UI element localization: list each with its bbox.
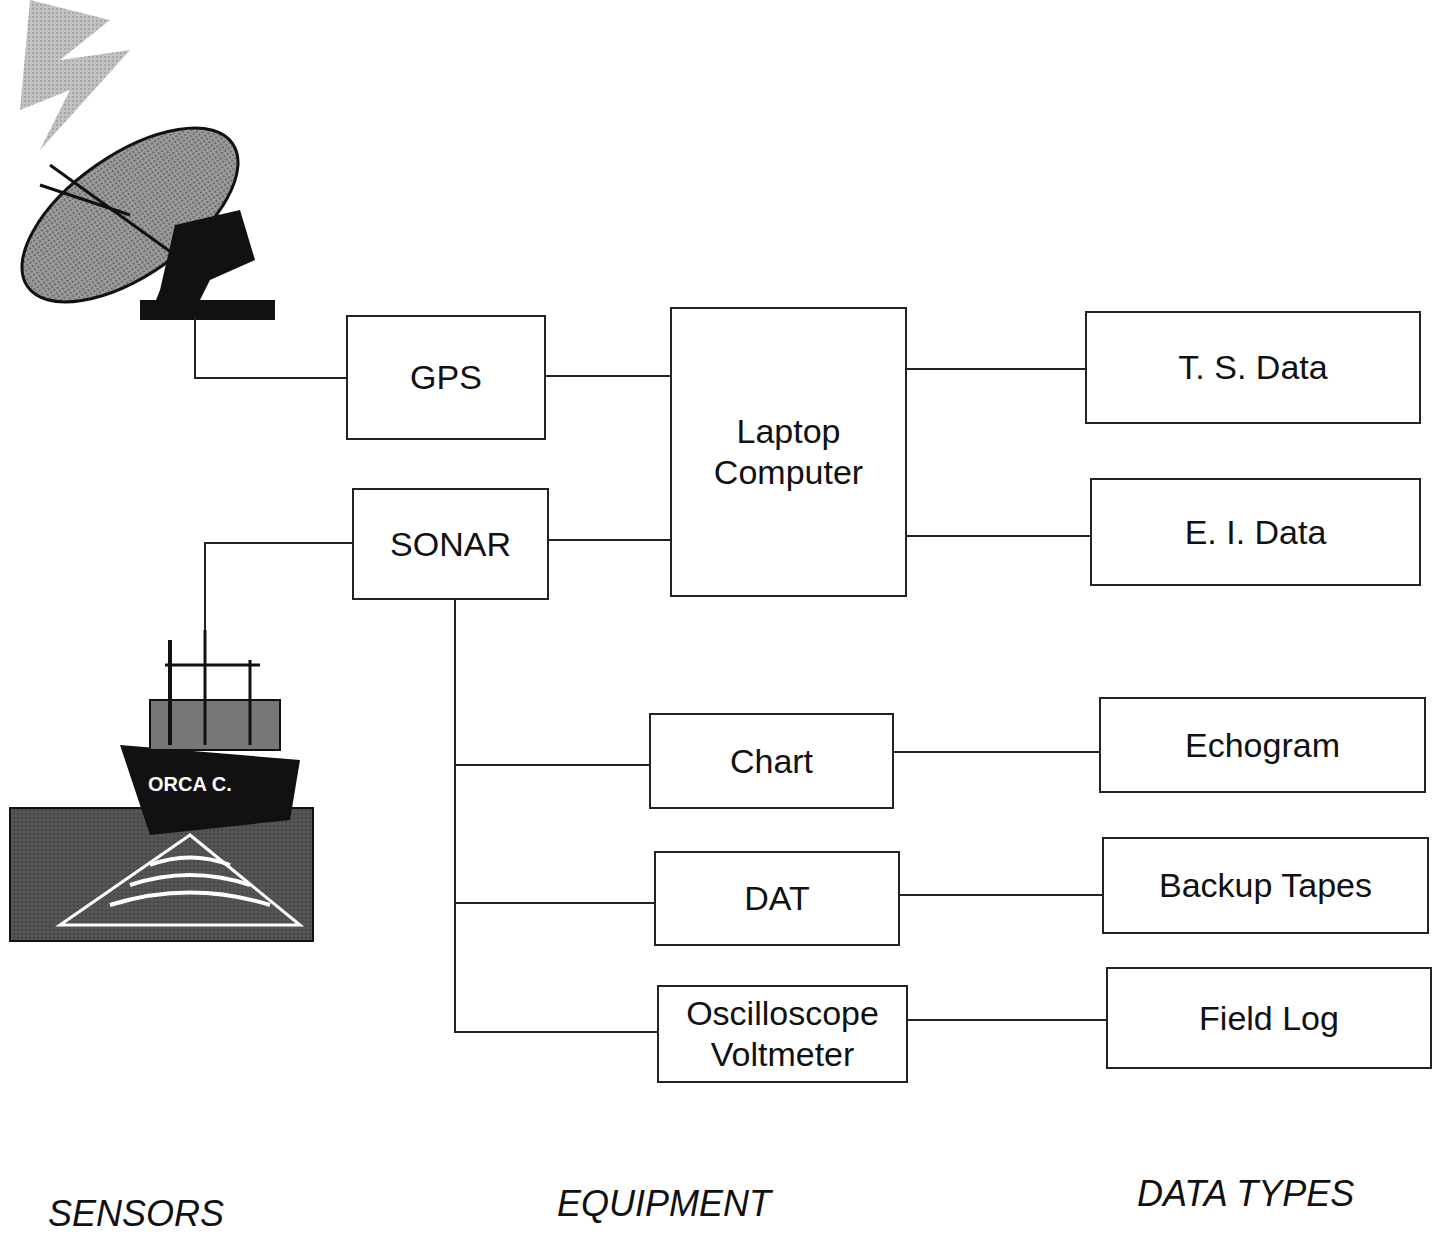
box-text: Field Log [1199,998,1339,1039]
equipment-box: Chart [649,713,894,809]
equipment-box: Field Log [1106,967,1432,1069]
column-heading: DATA TYPES [1137,1173,1354,1215]
connector [900,895,1102,896]
connector [907,536,1090,537]
equipment-box: SONAR [352,488,549,600]
connector [907,369,1085,370]
connector [908,1020,1106,1021]
column-heading: SENSORS [48,1193,224,1235]
survey-ship [10,630,313,941]
box-text: E. I. Data [1185,512,1327,553]
box-text: DAT [744,878,809,919]
signal-bolt [20,0,130,150]
box-text: Backup Tapes [1159,865,1372,906]
dish-mount [150,210,255,315]
connector [455,600,657,1032]
ship-name: ORCA C. [148,773,232,796]
box-text: Chart [730,741,813,782]
box-text: Laptop Computer [684,411,893,493]
box-text: Oscilloscope Voltmeter [671,993,894,1075]
satellite-dish [0,0,275,336]
box-text: T. S. Data [1178,347,1327,388]
equipment-box: GPS [346,315,546,440]
sonar-beam [60,835,300,925]
box-text: Echogram [1185,725,1340,766]
equipment-box: DAT [654,851,900,946]
box-text: SONAR [390,524,511,565]
sensor-wires [195,318,352,630]
equipment-box: E. I. Data [1090,478,1421,586]
equipment-box: T. S. Data [1085,311,1421,424]
column-heading: EQUIPMENT [557,1183,771,1225]
box-text: GPS [410,357,482,398]
connector [546,376,670,377]
connector [549,540,670,541]
equipment-box: Echogram [1099,697,1426,793]
equipment-box: Laptop Computer [670,307,907,597]
hull [120,745,300,835]
equipment-box: Oscilloscope Voltmeter [657,985,908,1083]
dish [0,94,267,336]
connector [455,600,649,765]
equipment-box: Backup Tapes [1102,837,1429,934]
connector [455,600,654,903]
connector [894,752,1099,753]
